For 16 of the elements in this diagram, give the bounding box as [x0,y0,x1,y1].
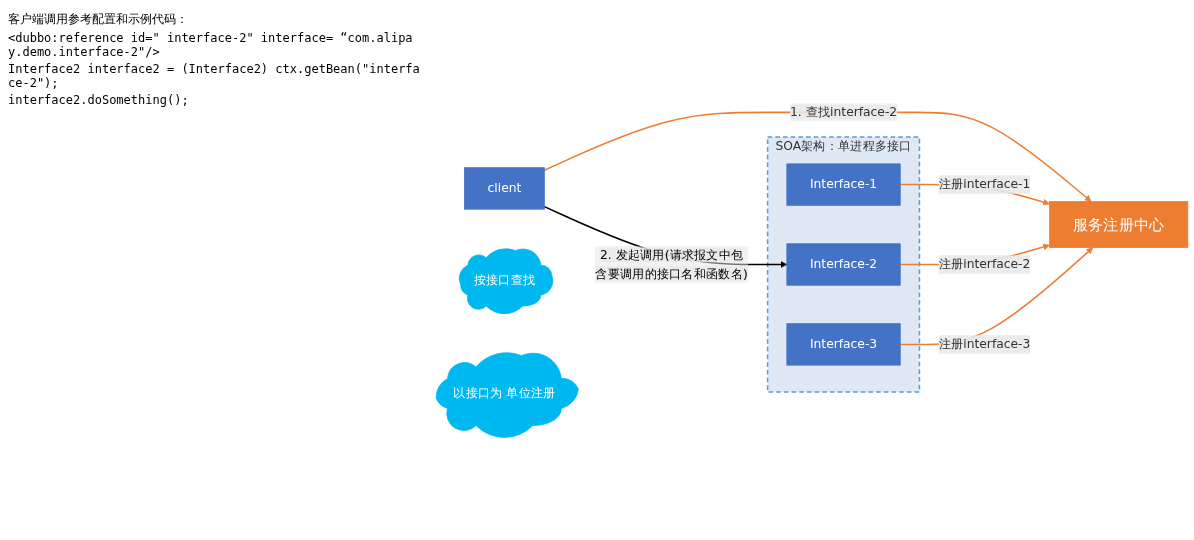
arrow [899,247,1094,345]
node-box: client [464,167,545,210]
arrow [543,111,1092,202]
node-box: Interface-1 [786,163,901,206]
note-text: 客户端调用参考配置和示例代码： [8,11,189,28]
edge-label: 注册interface-1 [938,176,1031,192]
edge-label: 注册interface-2 [938,256,1031,272]
edge-label: 1. 查找interface-2 [789,104,898,119]
code-line: interface2.doSomething(); [8,93,190,107]
node-box: Interface-3 [786,323,901,366]
node-box: 服务注册中心 [1049,200,1189,248]
code-line: <dubbo:reference id=" interface-2" interface= “com.alipay.demo.interface-2"/> [8,31,414,59]
edge-label: 2. 发起调用(请求报文中包含要调用的接口名和函数名) [595,247,748,281]
code-line: Interface2 interface2 = (Interface2) ctx.getBean("interface-2"); [8,62,421,90]
node-box: Interface-2 [786,243,901,286]
edge-label: 注册interface-3 [938,336,1031,352]
